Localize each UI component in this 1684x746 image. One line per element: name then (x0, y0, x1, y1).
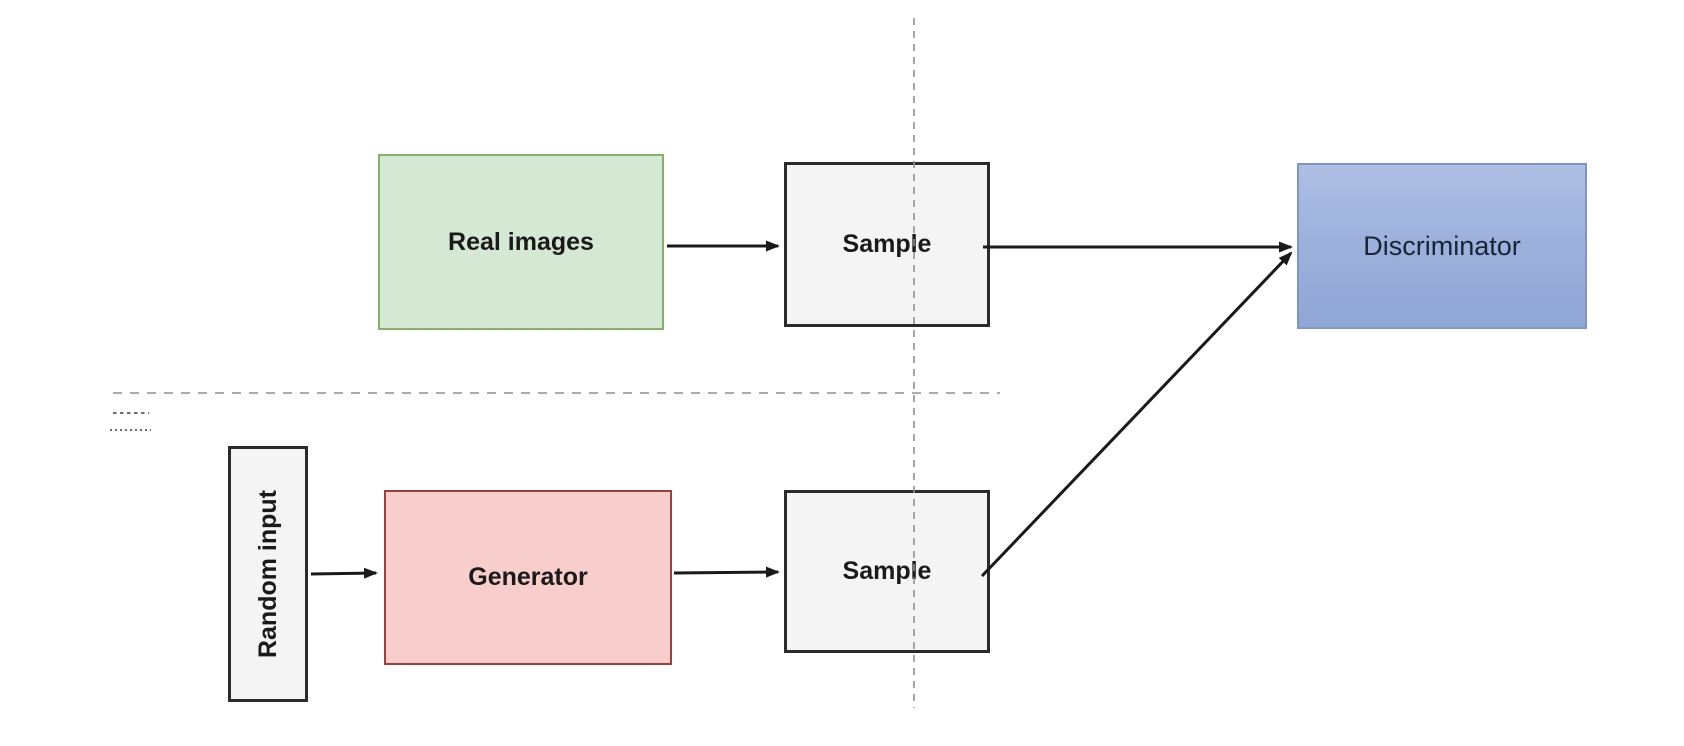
real-images-label: Real images (448, 227, 594, 256)
real-images-box: Real images (378, 154, 664, 330)
discriminator-label: Discriminator (1363, 230, 1521, 261)
arrow-sample-bottom-to-discriminator (980, 251, 1293, 578)
generator-label: Generator (468, 563, 588, 591)
sample-top-box: Sample (784, 162, 990, 327)
random-input-box: Random input (228, 446, 308, 702)
discriminator-box: Discriminator (1297, 163, 1587, 329)
sample-top-label: Sample (842, 230, 932, 258)
arrow-generator-to-sample (673, 566, 780, 578)
arrow-random-input-to-generator (310, 567, 378, 579)
generator-box: Generator (384, 490, 672, 665)
random-input-label: Random input (253, 489, 282, 659)
sample-bottom-box: Sample (784, 490, 990, 653)
sample-bottom-label: Sample (842, 557, 932, 585)
